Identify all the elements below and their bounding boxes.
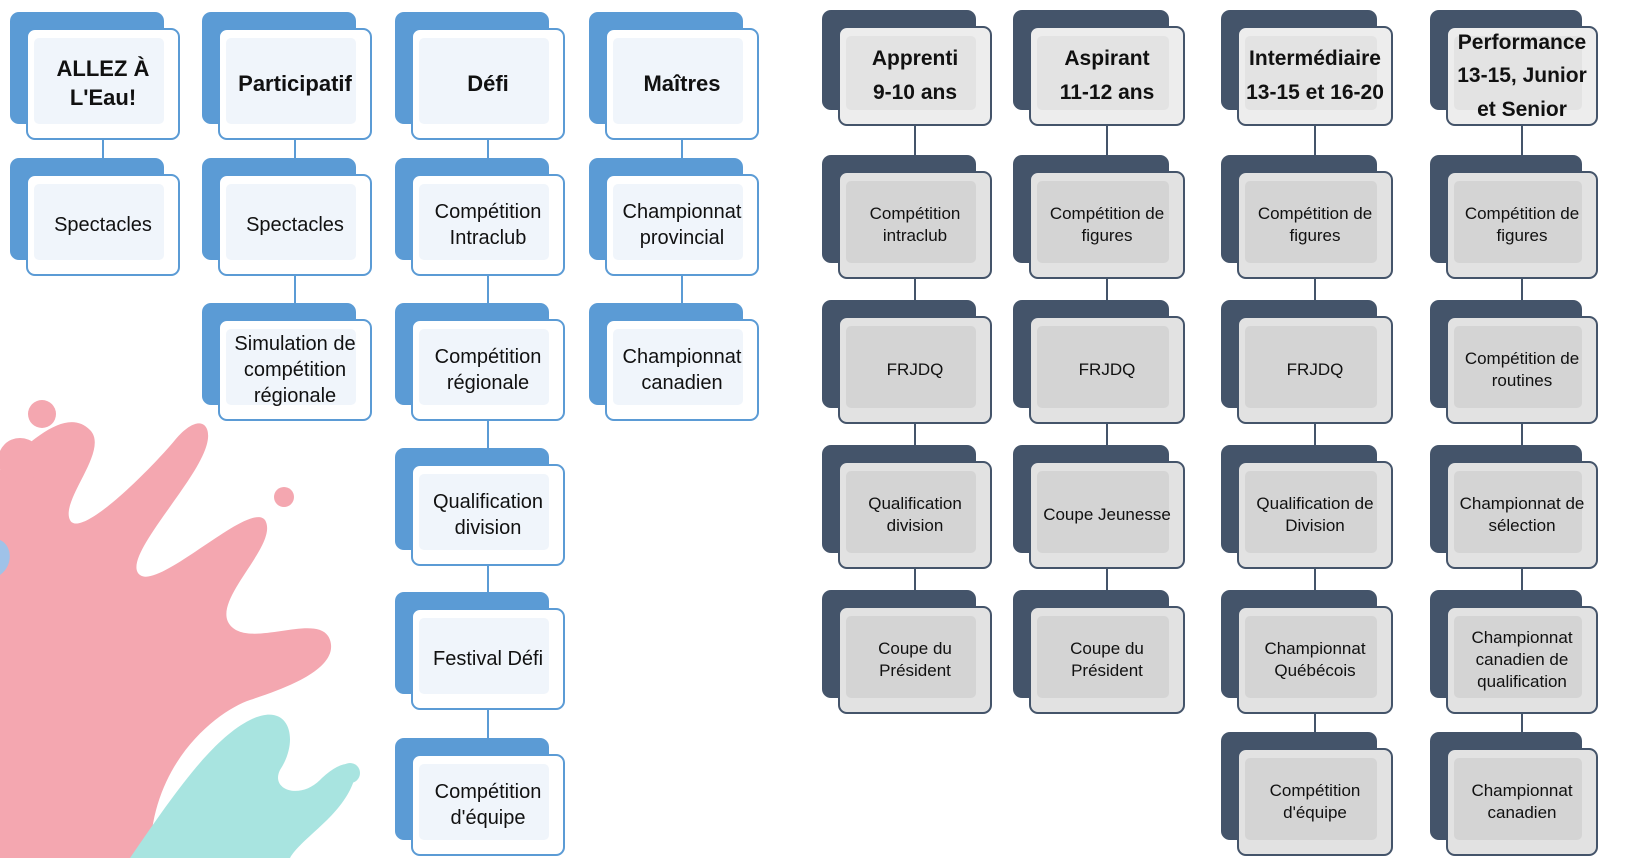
right-item-3-3-label: Championnat canadien de qualification bbox=[1471, 627, 1573, 692]
left-item-2-0-label: Compétition Intraclub bbox=[434, 201, 542, 249]
left-item-1-1: Simulation de compétition régionale bbox=[202, 303, 372, 421]
right-item-3-0: Compétition de figures bbox=[1430, 155, 1598, 279]
right-item-3-3: Championnat canadien de qualification bbox=[1430, 590, 1598, 714]
right-header-3: Performance 13-15, Junior et Senior bbox=[1430, 10, 1598, 126]
left-item-1-1-label: Simulation de compétition régionale bbox=[234, 333, 356, 407]
left-item-3-0: Championnat provincial bbox=[589, 158, 759, 276]
right-item-2-2-label: Qualification de Division bbox=[1256, 493, 1374, 535]
right-item-3-4: Championnat canadien bbox=[1430, 732, 1598, 856]
left-item-2-1: Compétition régionale bbox=[395, 303, 565, 421]
right-item-1-0-label: Compétition de figures bbox=[1049, 203, 1165, 245]
left-item-2-2: Qualification division bbox=[395, 448, 565, 566]
right-item-2-2: Qualification de Division bbox=[1221, 445, 1393, 569]
right-item-3-1-label: Compétition de routines bbox=[1464, 348, 1580, 390]
right-header-2-label: Intermédiaire 13-15 et 16-20 bbox=[1246, 47, 1384, 104]
left-item-2-3-label: Festival Défi bbox=[432, 648, 544, 670]
right-item-2-4-label: Compétition d'équipe bbox=[1269, 780, 1361, 822]
teal-dot bbox=[340, 763, 360, 783]
right-item-0-3: Coupe du Président bbox=[822, 590, 992, 714]
pink-streak bbox=[158, 437, 198, 478]
right-item-3-0-label: Compétition de figures bbox=[1464, 203, 1580, 245]
left-header-1-label: Participatif bbox=[238, 70, 352, 96]
left-header-0-label: ALLEZ À L'Eau! bbox=[56, 56, 150, 110]
left-item-1-0: Spectacles bbox=[202, 158, 372, 276]
left-item-2-3: Festival Défi bbox=[395, 592, 565, 710]
left-header-2: Défi bbox=[395, 12, 565, 140]
left-item-2-4: Compétition d'équipe bbox=[395, 738, 565, 856]
right-item-2-0-label: Compétition de figures bbox=[1257, 203, 1373, 245]
left-item-2-2-label: Qualification division bbox=[432, 491, 544, 539]
right-item-1-1: FRJDQ bbox=[1013, 300, 1185, 424]
teal-splash bbox=[130, 714, 356, 858]
left-header-2-label: Défi bbox=[467, 70, 509, 96]
right-header-3-label: Performance 13-15, Junior et Senior bbox=[1457, 30, 1587, 121]
left-header-0: ALLEZ À L'Eau! bbox=[10, 12, 180, 140]
right-item-1-2: Coupe Jeunesse bbox=[1013, 445, 1185, 569]
right-item-3-1: Compétition de routines bbox=[1430, 300, 1598, 424]
left-item-0-0: Spectacles bbox=[10, 158, 180, 276]
right-item-3-2: Championnat de sélection bbox=[1430, 445, 1598, 569]
right-header-0: Apprenti 9-10 ans bbox=[822, 10, 992, 126]
right-item-2-4: Compétition d'équipe bbox=[1221, 732, 1393, 856]
left-item-1-0-label: Spectacles bbox=[246, 214, 344, 236]
left-item-3-0-label: Championnat provincial bbox=[622, 201, 742, 249]
pink-dot-right bbox=[274, 487, 294, 507]
right-item-3-4-label: Championnat canadien bbox=[1471, 780, 1573, 822]
pink-dot-small bbox=[28, 400, 56, 428]
left-header-3-label: Maîtres bbox=[643, 70, 721, 96]
right-item-1-3-label: Coupe du Président bbox=[1070, 638, 1144, 680]
left-header-3: Maîtres bbox=[589, 12, 759, 140]
left-item-2-0: Compétition Intraclub bbox=[395, 158, 565, 276]
right-item-0-1-label: FRJDQ bbox=[886, 359, 944, 379]
left-header-1: Participatif bbox=[202, 12, 372, 140]
right-header-1: Aspirant 11-12 ans bbox=[1013, 10, 1185, 126]
left-item-2-1-label: Compétition régionale bbox=[434, 346, 542, 394]
right-item-1-0: Compétition de figures bbox=[1013, 155, 1185, 279]
right-item-2-0: Compétition de figures bbox=[1221, 155, 1393, 279]
right-item-2-1-label: FRJDQ bbox=[1286, 359, 1344, 379]
pink-dot-large bbox=[0, 438, 42, 482]
left-item-2-4-label: Compétition d'équipe bbox=[434, 781, 542, 829]
right-item-0-0-label: Compétition intraclub bbox=[869, 203, 961, 245]
pink-splash bbox=[0, 422, 332, 858]
right-header-1-label: Aspirant 11-12 ans bbox=[1059, 47, 1155, 104]
right-item-2-3: Championnat Québécois bbox=[1221, 590, 1393, 714]
blue-splash bbox=[0, 540, 10, 575]
right-item-0-0: Compétition intraclub bbox=[822, 155, 992, 279]
right-item-0-3-label: Coupe du Président bbox=[878, 638, 952, 680]
right-item-0-1: FRJDQ bbox=[822, 300, 992, 424]
left-item-3-1: Championnat canadien bbox=[589, 303, 759, 421]
right-item-3-2-label: Championnat de sélection bbox=[1459, 493, 1585, 535]
right-header-2: Intermédiaire 13-15 et 16-20 bbox=[1221, 10, 1393, 126]
right-item-1-1-label: FRJDQ bbox=[1078, 359, 1136, 379]
right-item-2-1: FRJDQ bbox=[1221, 300, 1393, 424]
right-item-1-2-label: Coupe Jeunesse bbox=[1043, 504, 1171, 524]
left-item-3-1-label: Championnat canadien bbox=[622, 346, 742, 394]
left-item-0-0-label: Spectacles bbox=[54, 214, 152, 236]
right-header-0-label: Apprenti 9-10 ans bbox=[871, 47, 959, 104]
right-item-0-2: Qualification division bbox=[822, 445, 992, 569]
right-item-1-3: Coupe du Président bbox=[1013, 590, 1185, 714]
right-item-2-3-label: Championnat Québécois bbox=[1264, 638, 1366, 680]
right-item-0-2-label: Qualification division bbox=[868, 493, 962, 535]
